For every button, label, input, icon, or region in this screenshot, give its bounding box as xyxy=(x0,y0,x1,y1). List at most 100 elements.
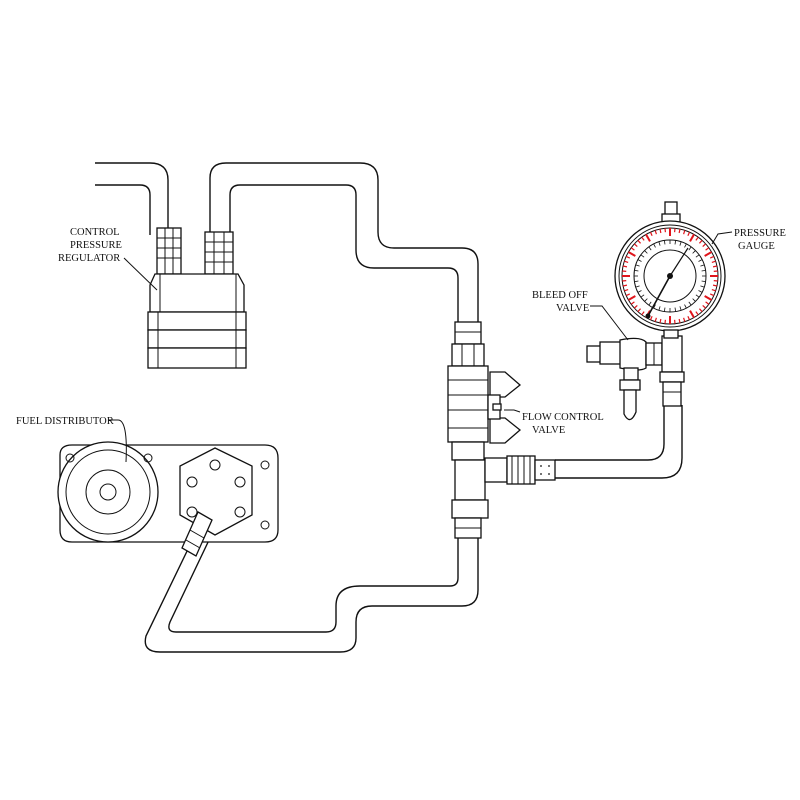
gauge-tick xyxy=(704,295,713,301)
gauge-tick xyxy=(689,310,695,319)
gauge-inner-tick xyxy=(700,264,705,267)
gauge-tick xyxy=(704,251,713,257)
gauge-tick xyxy=(645,233,651,242)
label-regulator-2: PRESSURE xyxy=(70,240,122,251)
quick-coupler xyxy=(506,455,536,485)
gauge-tick xyxy=(705,247,710,251)
gauge-inner-tick xyxy=(679,241,682,246)
gauge-tick xyxy=(689,233,695,242)
gauge-inner-tick xyxy=(658,306,661,311)
gauge-tick xyxy=(637,308,642,313)
gauge-inner-tick xyxy=(648,246,652,251)
gauge-tick xyxy=(627,251,636,257)
gauge-inner-tick xyxy=(663,240,666,245)
flow-control-valve-assembly xyxy=(447,321,556,539)
label-bleed-off-2: VALVE xyxy=(556,303,589,314)
gauge-inner-tick xyxy=(674,307,677,312)
fuel-distributor xyxy=(57,441,279,557)
regulator-inlet-hose xyxy=(95,162,169,235)
gauge-inner-tick xyxy=(637,290,642,293)
gauge-tick xyxy=(625,255,631,259)
gauge-tick xyxy=(630,247,635,251)
gauge-tick xyxy=(709,255,715,259)
label-bleed-off-1: BLEED OFF xyxy=(532,290,588,301)
label-flow-control-1: FLOW CONTROL xyxy=(522,412,604,423)
gauge-inner-tick xyxy=(637,259,642,262)
distributor-hose-outer xyxy=(144,535,479,653)
gauge-tick xyxy=(698,239,703,244)
gauge-tick xyxy=(678,318,681,324)
label-pressure-gauge-1: PRESSURE xyxy=(734,228,786,239)
regulator-plate-2 xyxy=(147,329,247,349)
gauge-tick xyxy=(622,265,628,268)
distributor-leader xyxy=(108,419,127,463)
gauge-tick xyxy=(711,260,716,263)
gauge-hose-outer xyxy=(555,405,665,461)
gauge-tick xyxy=(659,228,662,234)
gauge-tick xyxy=(702,304,707,309)
gauge-inner-tick xyxy=(644,250,648,254)
regulator-fitting-right xyxy=(204,231,234,275)
gauge-inner-tick xyxy=(698,259,703,262)
upper-nut xyxy=(451,343,485,367)
regulator-plate-1 xyxy=(147,311,247,331)
gauge-inner-tick xyxy=(653,304,656,309)
tee-fitting xyxy=(454,459,486,501)
gauge-inner-tick xyxy=(701,280,706,283)
gauge-tick xyxy=(683,317,686,322)
gauge-inner-tick xyxy=(692,250,696,254)
hoses xyxy=(95,162,683,653)
gauge-tick xyxy=(687,315,691,321)
tee-lower-nut xyxy=(451,499,489,519)
gauge-tick xyxy=(709,293,715,297)
gauge-inner-tick xyxy=(679,306,682,311)
regulator-leader xyxy=(123,257,158,291)
leader-lines xyxy=(108,231,733,463)
gauge-tick xyxy=(641,311,645,316)
pressure-gauge-leader xyxy=(711,231,733,245)
gauge-needle-hub xyxy=(667,273,673,279)
gauge-tick xyxy=(641,236,645,241)
gauge-tick xyxy=(695,311,699,316)
regulator-fitting-left xyxy=(156,227,182,275)
gauge-inner-tick xyxy=(640,294,645,298)
label-fuel-distributor: FUEL DISTRIBUTOR xyxy=(16,416,114,427)
gauge-tick xyxy=(687,231,691,237)
gauge-inner-tick xyxy=(688,301,692,306)
gauge-tick xyxy=(633,243,638,248)
gauge-tick xyxy=(712,265,718,268)
gauge-inner-tick xyxy=(658,241,661,246)
gauge-inner-tick xyxy=(695,254,700,258)
label-regulator-1: CONTROL xyxy=(70,227,120,238)
gauge-stem-tee xyxy=(661,335,683,373)
gauge-inner-tick xyxy=(692,298,696,302)
gauge-inner-tick xyxy=(644,298,648,302)
gauge-inner-tick xyxy=(698,290,703,293)
gauge-inner-tick xyxy=(684,304,687,309)
gauge-tick xyxy=(698,308,703,313)
gauge-inner-tick xyxy=(648,301,652,306)
tee-side-fitting xyxy=(484,457,508,483)
gauge-tick xyxy=(654,317,657,322)
gauge-tick xyxy=(659,318,662,324)
gauge-inner-tick xyxy=(684,243,687,248)
pressure-gauge xyxy=(614,201,726,339)
gauge-tick xyxy=(705,301,710,305)
gauge-inner-tick xyxy=(653,243,656,248)
gauge-inner-tick xyxy=(634,269,639,272)
gauge-tick xyxy=(695,236,699,241)
regulator-body-top xyxy=(149,273,245,313)
gauge-inner-tick xyxy=(663,307,666,312)
gauge-tick xyxy=(625,293,631,297)
gauge-tick xyxy=(633,304,638,309)
control-pressure-regulator xyxy=(147,227,247,369)
gauge-tick xyxy=(702,243,707,248)
gauge-tick xyxy=(637,239,642,244)
regulator-plate-3 xyxy=(147,347,247,369)
gauge-hose-fitting xyxy=(662,381,682,407)
distributor-housing xyxy=(57,441,159,543)
bleed-valve-outlet xyxy=(623,389,637,421)
bleed-off-leader xyxy=(590,305,629,341)
regulator-inlet-hose-inner xyxy=(95,184,151,235)
gauge-inner-tick xyxy=(700,285,705,288)
